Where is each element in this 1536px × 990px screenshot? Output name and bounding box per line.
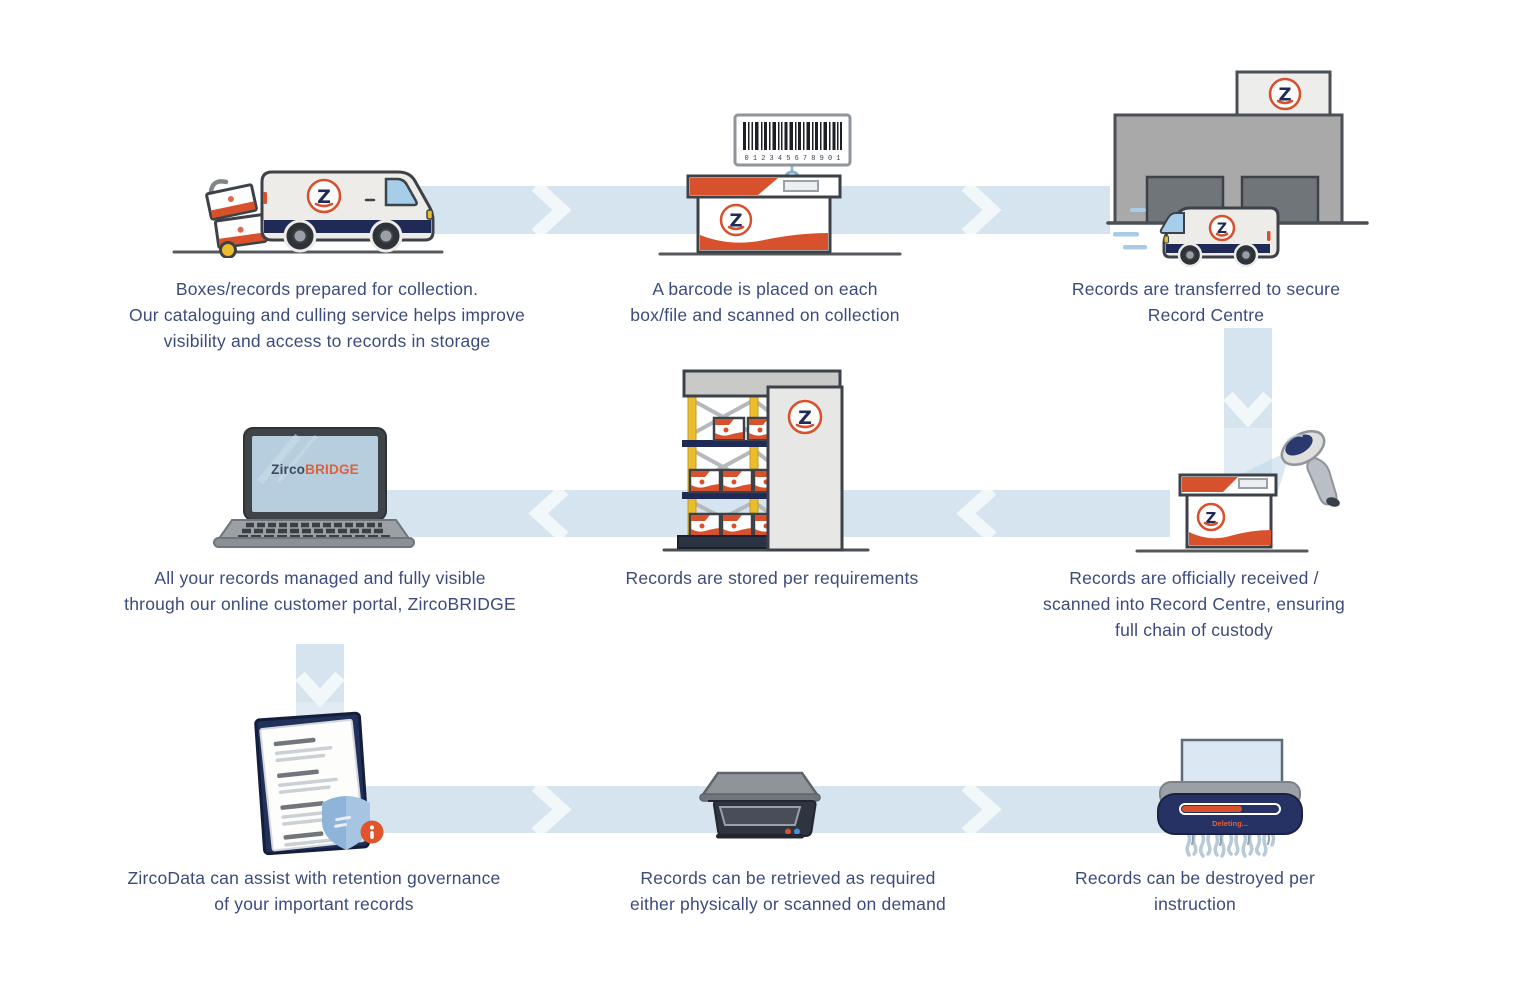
record-centre-building-icon (1113, 113, 1344, 225)
barcode-bars (743, 122, 842, 150)
shredder-status-text: Deleting... (1212, 819, 1248, 828)
info-icon (360, 820, 384, 844)
svg-text:Z: Z (1217, 221, 1227, 237)
svg-text:Z: Z (798, 407, 812, 429)
progress-track (1179, 803, 1281, 815)
z-logo: Z (1208, 214, 1236, 242)
scanner-glass (718, 806, 802, 826)
barcode-label: 012345678901 (733, 113, 852, 167)
flatbed-scanner-icon (699, 771, 821, 839)
chevron-left-icon (528, 490, 569, 537)
step-9-shredder-illustration: Deleting... (1157, 738, 1303, 858)
progress-fill (1182, 806, 1242, 812)
portal-name-primary: Zirco (271, 462, 306, 477)
motion-line (1123, 245, 1147, 250)
svg-text:Z: Z (1278, 85, 1291, 106)
chevron-left-icon (956, 490, 997, 537)
step-9-caption: Records can be destroyed per instruction (1074, 868, 1316, 914)
rack-pillar: Z (766, 385, 844, 552)
step-8-flatbed-scanner-illustration (699, 771, 821, 839)
svg-text:Z: Z (1206, 509, 1217, 527)
step-5-caption: Records are stored per requirements (625, 568, 919, 588)
z-logo: Z (719, 203, 753, 237)
power-led (785, 828, 791, 835)
step-2-caption: A barcode is placed on each box/file and… (630, 279, 900, 325)
box-barcode-slot (1238, 478, 1268, 489)
step-7-caption: ZircoData can assist with retention gove… (127, 868, 501, 914)
scanner-lip (699, 793, 821, 802)
motion-line (1113, 232, 1139, 237)
retention-folder-icon (254, 711, 384, 856)
chevron-down-icon (1224, 391, 1272, 428)
status-led (794, 828, 800, 835)
archive-box-icon: Z (686, 174, 842, 254)
svg-text:Z: Z (729, 211, 742, 232)
step-8-caption: Records can be retrieved as required eit… (630, 868, 946, 914)
z-logo: Z (1268, 77, 1302, 111)
rack-shelf (682, 492, 810, 499)
archive-box-icon: Z (1178, 473, 1278, 549)
step-1-caption: Boxes/records prepared for collection. O… (129, 279, 525, 351)
van-stripe (1166, 244, 1270, 253)
delivery-van-small-icon: Z (1159, 206, 1280, 268)
chevron-right-icon (531, 786, 572, 833)
van-windshield (384, 177, 418, 207)
step-4-caption: Records are officially received / scanne… (1043, 568, 1345, 640)
chevron-down-icon (296, 671, 344, 708)
zircodata-sign: Z (1235, 70, 1332, 119)
z-logo: Z (1196, 502, 1226, 532)
barcode-scanner-icon (1280, 430, 1340, 507)
chevron-right-icon (531, 186, 572, 234)
van-headlight (1163, 235, 1169, 244)
laptop-base (213, 537, 415, 548)
step-4-receiving-scan-illustration: Z (1135, 430, 1340, 553)
step-7-retention-folder-illustration (254, 711, 384, 856)
scanner-grip-cap (1326, 497, 1340, 507)
step-3-caption: Records are transferred to secure Record… (1071, 279, 1341, 325)
z-logo: Z (787, 399, 823, 435)
step-2-barcode-box-illustration: 012345678901 Z (658, 113, 902, 256)
shredder-icon: Deleting... (1157, 738, 1303, 858)
chevron-right-icon (961, 786, 1002, 833)
step-1-collection-van-illustration: Z (172, 170, 444, 258)
portal-screen-text: ZircoBRIDGE (252, 462, 378, 477)
step-5-storage-rack-illustration: Z (662, 369, 870, 552)
svg-text:Z: Z (317, 186, 331, 208)
box-barcode-slot (783, 180, 819, 192)
laptop-icon (213, 427, 415, 548)
scanner-lid (699, 771, 821, 798)
van-tail-light (1267, 231, 1271, 241)
step-6-laptop-portal-illustration (213, 427, 415, 548)
van-tail-light (263, 192, 267, 204)
van-headlight (426, 209, 434, 220)
step-6-caption: All your records managed and fully visib… (124, 568, 516, 614)
van-windshield (1159, 212, 1185, 234)
z-logo: Z (306, 178, 342, 214)
hand-trolley-icon (205, 179, 268, 258)
step-3-record-centre-illustration: Z Z (1106, 70, 1369, 268)
rack-shelf (682, 440, 810, 447)
shredded-paper (1185, 831, 1276, 858)
chevron-right-icon (961, 186, 1002, 234)
delivery-van-icon: Z (260, 170, 435, 253)
portal-name-secondary: BRIDGE (305, 462, 359, 477)
